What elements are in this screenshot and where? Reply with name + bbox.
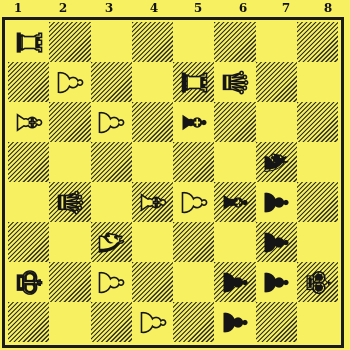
- board-square[interactable]: [8, 222, 49, 262]
- board-square[interactable]: [91, 142, 132, 182]
- board-square[interactable]: [49, 22, 90, 62]
- pawn-icon: ♟: [95, 107, 128, 137]
- board-square[interactable]: [173, 262, 214, 302]
- white-queen-piece[interactable]: ♛: [214, 62, 255, 102]
- file-label-5: 5: [188, 0, 208, 16]
- queen-icon: ♛: [218, 67, 251, 97]
- bishop-icon: ♝: [12, 107, 45, 137]
- black-pawn-piece[interactable]: ♟: [256, 262, 297, 302]
- board-square[interactable]: [8, 302, 49, 342]
- black-pawn-piece[interactable]: ♟: [256, 182, 297, 222]
- knight-icon: ♞: [95, 227, 128, 257]
- file-label-2: 2: [53, 0, 73, 16]
- black-bishop-piece[interactable]: ♝: [214, 182, 255, 222]
- board-square[interactable]: [91, 62, 132, 102]
- file-label-7: 7: [276, 0, 296, 16]
- black-pawn-piece[interactable]: ♟: [214, 262, 255, 302]
- pawn-icon: ♟: [260, 227, 293, 257]
- board-square[interactable]: [173, 142, 214, 182]
- board-square[interactable]: [91, 22, 132, 62]
- file-labels: 1 2 3 4 5 6 7 8: [0, 0, 350, 16]
- board-square[interactable]: [49, 142, 90, 182]
- file-label-1: 1: [8, 0, 28, 16]
- black-pawn-piece[interactable]: ♟: [256, 222, 297, 262]
- file-label-6: 6: [233, 0, 253, 16]
- board-square[interactable]: [132, 262, 173, 302]
- king-icon: ♚: [12, 267, 45, 297]
- pawn-icon: ♟: [218, 307, 251, 337]
- king-icon: ♚: [301, 267, 334, 297]
- board-square[interactable]: [214, 22, 255, 62]
- black-pawn-piece[interactable]: ♟: [214, 302, 255, 342]
- bishop-icon: ♝: [177, 107, 210, 137]
- board-square[interactable]: [132, 22, 173, 62]
- bishop-icon: ♝: [218, 187, 251, 217]
- board-square[interactable]: [256, 302, 297, 342]
- board-square[interactable]: [49, 302, 90, 342]
- pawn-icon: ♟: [95, 267, 128, 297]
- board-square[interactable]: [49, 102, 90, 142]
- board-square[interactable]: [8, 182, 49, 222]
- board-square[interactable]: [297, 102, 338, 142]
- pawn-icon: ♟: [260, 267, 293, 297]
- black-bishop-piece[interactable]: ♝: [173, 102, 214, 142]
- board-square[interactable]: [297, 302, 338, 342]
- board-square[interactable]: [297, 142, 338, 182]
- bishop-icon: ♝: [136, 187, 169, 217]
- board-square[interactable]: [49, 262, 90, 302]
- white-pawn-piece[interactable]: ♟: [132, 302, 173, 342]
- white-king-piece[interactable]: ♚: [8, 262, 49, 302]
- board-square[interactable]: [8, 142, 49, 182]
- pawn-icon: ♟: [177, 187, 210, 217]
- white-knight-piece[interactable]: ♞: [91, 222, 132, 262]
- white-queen-piece[interactable]: ♛: [49, 182, 90, 222]
- board-square[interactable]: [214, 222, 255, 262]
- rook-icon: ♜: [12, 27, 45, 57]
- board-square[interactable]: [132, 222, 173, 262]
- white-bishop-piece[interactable]: ♝: [132, 182, 173, 222]
- white-rook-piece[interactable]: ♜: [173, 62, 214, 102]
- white-bishop-piece[interactable]: ♝: [8, 102, 49, 142]
- file-label-4: 4: [144, 0, 164, 16]
- white-pawn-piece[interactable]: ♟: [91, 262, 132, 302]
- board-square[interactable]: [214, 102, 255, 142]
- board-square[interactable]: [297, 22, 338, 62]
- board-square[interactable]: [173, 222, 214, 262]
- board-square[interactable]: [297, 222, 338, 262]
- board-square[interactable]: [132, 102, 173, 142]
- rook-icon: ♜: [177, 67, 210, 97]
- pawn-icon: ♟: [53, 67, 86, 97]
- board-square[interactable]: [8, 62, 49, 102]
- board-square[interactable]: [132, 62, 173, 102]
- white-pawn-piece[interactable]: ♟: [173, 182, 214, 222]
- board-square[interactable]: [297, 62, 338, 102]
- board-square[interactable]: [256, 62, 297, 102]
- queen-icon: ♛: [53, 187, 86, 217]
- pawn-icon: ♟: [136, 307, 169, 337]
- pawn-icon: ♟: [218, 267, 251, 297]
- black-knight-piece[interactable]: ♞: [256, 142, 297, 182]
- board-square[interactable]: [49, 222, 90, 262]
- board-square[interactable]: [256, 102, 297, 142]
- board-square[interactable]: [91, 182, 132, 222]
- board-square[interactable]: [214, 142, 255, 182]
- board-square[interactable]: [256, 22, 297, 62]
- white-pawn-piece[interactable]: ♟: [91, 102, 132, 142]
- board-square[interactable]: [173, 302, 214, 342]
- white-pawn-piece[interactable]: ♟: [49, 62, 90, 102]
- board-square[interactable]: [173, 22, 214, 62]
- board-square[interactable]: [91, 302, 132, 342]
- knight-icon: ♞: [260, 147, 293, 177]
- pawn-icon: ♟: [260, 187, 293, 217]
- black-king-piece[interactable]: ♚: [297, 262, 338, 302]
- board-square[interactable]: [297, 182, 338, 222]
- white-rook-piece[interactable]: ♜: [8, 22, 49, 62]
- file-label-8: 8: [318, 0, 338, 16]
- board-square[interactable]: [132, 142, 173, 182]
- chess-board[interactable]: ♜ ♟ ♜ ♛ ♝ ♟ ♝ ♞ ♛ ♝ ♟ ♝ ♟ ♞ ♟ ♚ ♟ ♟ ♟ ♚ ♟ ♟: [8, 22, 338, 342]
- file-label-3: 3: [99, 0, 119, 16]
